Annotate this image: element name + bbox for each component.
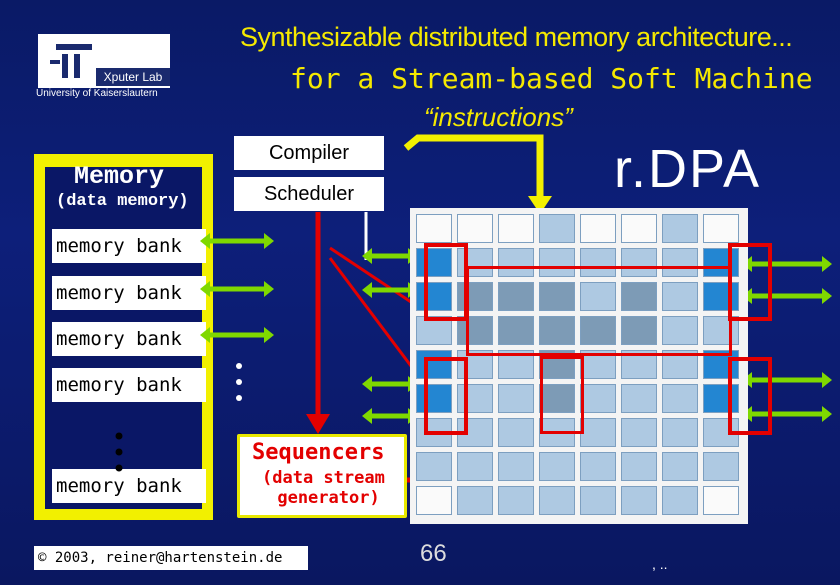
rdpa-cell	[498, 384, 534, 413]
rdpa-cell	[539, 248, 575, 277]
rdpa-cell	[621, 418, 657, 447]
bank-port-frame-right-top	[728, 243, 772, 321]
rdpa-cell	[662, 486, 698, 515]
memory-title: Memory	[74, 162, 165, 191]
memory-bank-2: memory bank	[52, 276, 206, 310]
rdpa-cell	[498, 282, 534, 311]
rdpa-cell	[580, 384, 616, 413]
rdpa-cell	[621, 384, 657, 413]
rdpa-cell	[703, 452, 739, 481]
rdpa-cell	[703, 214, 739, 243]
rdpa-cell	[621, 282, 657, 311]
rdpa-cell	[416, 248, 452, 277]
rdpa-cell	[703, 486, 739, 515]
rdpa-cell	[457, 214, 493, 243]
rdpa-cell	[703, 248, 739, 277]
datapath-frame	[466, 266, 732, 356]
sequencer-title: Sequencers	[252, 440, 385, 465]
rdpa-cell	[662, 452, 698, 481]
rdpa-cell	[662, 282, 698, 311]
logo-text: Xputer Lab	[96, 68, 170, 86]
rdpa-cell	[580, 282, 616, 311]
rdpa-cell	[662, 418, 698, 447]
rdpa-cell	[416, 214, 452, 243]
rdpa-cell	[498, 452, 534, 481]
rdpa-cell	[416, 486, 452, 515]
rdpa-cell	[621, 214, 657, 243]
rdpa-cell	[662, 248, 698, 277]
trailing-marks: , ..	[652, 556, 668, 572]
rdpa-cell	[580, 452, 616, 481]
rdpa-cell	[621, 316, 657, 345]
rdpa-label: r.DPA	[614, 139, 762, 199]
rdpa-cell	[539, 316, 575, 345]
sequencer-box	[237, 434, 407, 518]
rdpa-cell	[539, 282, 575, 311]
rdpa-cell	[498, 214, 534, 243]
rdpa-cell	[662, 214, 698, 243]
logo-emblem-icon	[50, 44, 92, 78]
compiler-box: Compiler	[234, 136, 384, 170]
memory-bank-3: memory bank	[52, 322, 206, 356]
page-number: 66	[420, 540, 447, 567]
memory-ellipsis-dots	[115, 432, 123, 472]
memory-bank-5: memory bank	[52, 469, 206, 503]
rdpa-cell	[621, 452, 657, 481]
rdpa-cell	[703, 282, 739, 311]
memory-bank-1: memory bank	[52, 229, 206, 263]
rdpa-cell	[498, 248, 534, 277]
rdpa-cell	[457, 282, 493, 311]
rdpa-cell	[539, 452, 575, 481]
rdpa-cell	[416, 282, 452, 311]
rdpa-cell	[662, 384, 698, 413]
datapath-frame-lower	[540, 356, 584, 434]
rdpa-cell	[703, 316, 739, 345]
memory-subtitle: (data memory)	[56, 192, 189, 211]
rdpa-cell	[457, 384, 493, 413]
slide-title: Synthesizable distributed memory archite…	[240, 22, 793, 52]
rdpa-cell	[580, 418, 616, 447]
rdpa-cell	[539, 384, 575, 413]
rdpa-cell	[457, 452, 493, 481]
bank-port-frame-left-top	[424, 243, 468, 321]
memory-bank-4: memory bank	[52, 368, 206, 402]
rdpa-cell	[539, 214, 575, 243]
slide-subtitle: for a Stream-based Soft Machine	[290, 62, 813, 95]
rdpa-cell	[621, 486, 657, 515]
rdpa-cell	[580, 486, 616, 515]
scheduler-box: Scheduler	[234, 177, 384, 211]
rdpa-cell	[498, 316, 534, 345]
instructions-label: “instructions”	[424, 102, 573, 132]
rdpa-cell	[498, 418, 534, 447]
rdpa-cell	[580, 248, 616, 277]
rdpa-cell	[498, 486, 534, 515]
bank-port-frame-left-bottom	[424, 357, 468, 435]
rdpa-cell	[416, 350, 452, 379]
rdpa-cell	[621, 248, 657, 277]
rdpa-cell	[539, 486, 575, 515]
rdpa-cell	[457, 248, 493, 277]
rdpa-cell	[457, 486, 493, 515]
copyright-footer: © 2003, reiner@hartenstein.de	[34, 546, 308, 570]
rdpa-cell	[416, 452, 452, 481]
bank-port-frame-right-bottom	[728, 357, 772, 435]
rdpa-cell	[703, 384, 739, 413]
rdpa-cell	[662, 316, 698, 345]
arrow-ellipsis-dots	[236, 363, 242, 401]
rdpa-cell	[580, 316, 616, 345]
rdpa-cell	[580, 214, 616, 243]
university-name: University of Kaiserslautern	[36, 88, 158, 99]
rdpa-cell	[416, 384, 452, 413]
sequencer-subtitle: (data stream generator)	[262, 468, 385, 508]
